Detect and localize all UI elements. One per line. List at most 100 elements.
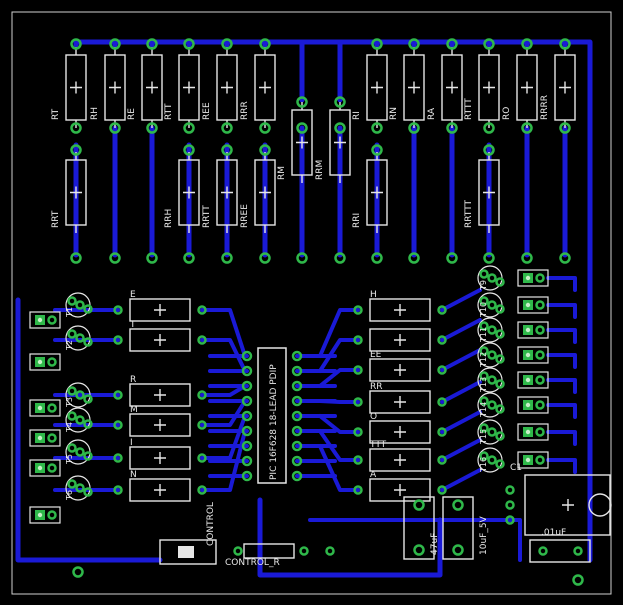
plus-mark xyxy=(394,396,406,408)
pad xyxy=(495,459,505,469)
capacitor-body xyxy=(442,496,474,560)
pad xyxy=(70,144,82,156)
plus-mark xyxy=(259,186,271,199)
resistor-label: RRRR xyxy=(540,95,550,120)
regulator-body xyxy=(524,474,611,536)
pad xyxy=(437,335,447,345)
pad xyxy=(221,38,233,50)
resistor-label: T xyxy=(129,320,136,330)
trace xyxy=(546,276,577,292)
pad xyxy=(535,375,545,385)
resistor-label: RRM xyxy=(315,160,325,180)
plus-mark xyxy=(154,304,166,316)
pad xyxy=(70,38,82,50)
resistor-body xyxy=(243,543,295,559)
pad xyxy=(241,350,253,362)
led-body xyxy=(517,396,549,414)
pad xyxy=(573,546,583,556)
pad xyxy=(299,546,309,556)
pad-hole xyxy=(525,457,531,463)
resistor-label: I xyxy=(130,438,133,448)
pad xyxy=(183,252,195,264)
pad xyxy=(353,365,363,375)
trace xyxy=(308,518,522,562)
resistor-label: RRTTT xyxy=(464,199,474,228)
plus-mark xyxy=(394,484,406,496)
pad-hole xyxy=(525,429,531,435)
trace xyxy=(318,414,360,434)
resistor-label: RA xyxy=(427,107,437,120)
transistor-label: T6 xyxy=(65,490,74,501)
pad xyxy=(446,122,458,134)
trace xyxy=(440,348,482,372)
resistor-label: RTTT xyxy=(464,98,474,120)
pad xyxy=(67,479,77,489)
plus-mark xyxy=(154,334,166,346)
resistor-label: TTT xyxy=(369,440,387,450)
plus-mark xyxy=(394,426,406,438)
plus-mark xyxy=(154,452,166,464)
pad xyxy=(334,96,346,108)
pad-hole xyxy=(37,317,43,323)
pad xyxy=(197,453,207,463)
trace xyxy=(200,399,247,427)
plus-mark xyxy=(521,81,533,94)
pad xyxy=(47,433,57,443)
pad xyxy=(67,411,77,421)
pad xyxy=(353,397,363,407)
pad-hole xyxy=(525,302,531,308)
pad xyxy=(296,122,308,134)
pad-hole xyxy=(525,352,531,358)
plus-mark xyxy=(221,81,233,94)
plus-mark xyxy=(408,81,420,94)
pad-hole xyxy=(37,359,43,365)
plus-mark xyxy=(221,186,233,199)
trace xyxy=(318,444,360,492)
pad xyxy=(109,252,121,264)
plus-mark xyxy=(109,81,121,94)
pad xyxy=(221,252,233,264)
pad xyxy=(413,499,425,511)
resistor-body xyxy=(369,448,431,472)
pad xyxy=(535,350,545,360)
trace xyxy=(73,39,593,563)
resistor-label: H xyxy=(370,290,377,300)
pad xyxy=(291,440,303,452)
plus-mark xyxy=(183,81,195,94)
pad xyxy=(495,404,505,414)
pad xyxy=(83,394,93,404)
pad xyxy=(241,410,253,422)
pad xyxy=(487,400,497,410)
pad xyxy=(183,38,195,50)
pad xyxy=(291,410,303,422)
led-body xyxy=(29,459,61,477)
capacitor-label: 47uF xyxy=(430,533,440,555)
chip-label: PIC 16F628 18-LEAD PDIP xyxy=(269,364,279,480)
pad xyxy=(241,365,253,377)
pad xyxy=(437,397,447,407)
pad xyxy=(505,500,515,510)
pad xyxy=(113,390,123,400)
plus-mark xyxy=(183,186,195,199)
trace xyxy=(546,303,577,319)
trace xyxy=(318,429,360,462)
trace xyxy=(200,308,247,358)
trace xyxy=(440,318,482,342)
resistor-label: RTT xyxy=(164,103,174,120)
resistor-body xyxy=(129,383,191,407)
resistor-label: M xyxy=(130,405,138,415)
pad xyxy=(83,419,93,429)
pad xyxy=(67,296,77,306)
resistor-label: RM xyxy=(277,166,287,180)
trace xyxy=(15,297,163,563)
led-body xyxy=(517,451,549,469)
trace xyxy=(546,403,577,419)
pad xyxy=(535,455,545,465)
transistor-label: T2 xyxy=(65,340,74,351)
pad xyxy=(241,440,253,452)
resistor-body xyxy=(369,328,431,352)
resistor-label: E xyxy=(130,290,136,300)
pad xyxy=(146,252,158,264)
led-body xyxy=(517,346,549,364)
trace xyxy=(546,458,577,474)
